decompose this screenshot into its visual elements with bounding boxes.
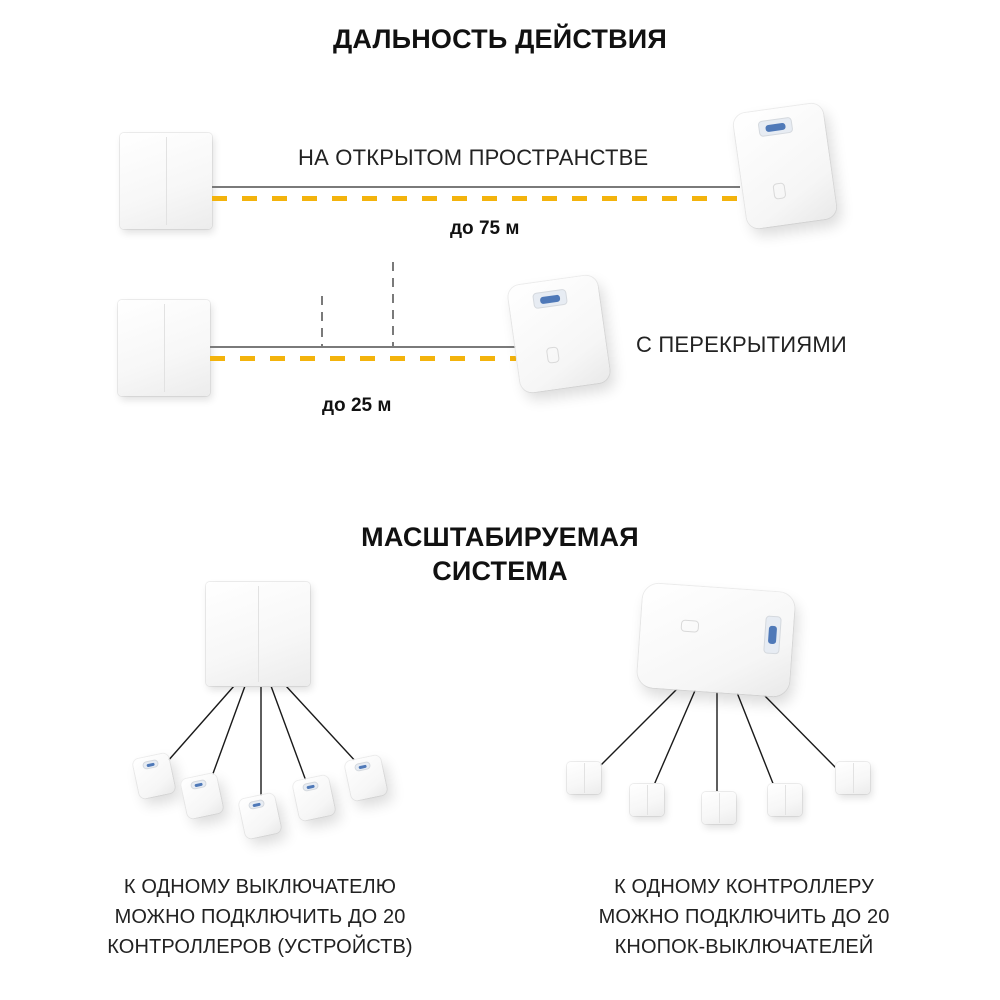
relay-controller-icon — [636, 582, 796, 698]
range-title: ДАЛЬНОСТЬ ДЕЙСТВИЯ — [332, 24, 668, 54]
signal-line — [212, 186, 740, 188]
wireless-switch-icon — [118, 300, 210, 396]
mini-switch-icon — [567, 762, 601, 794]
signal-range-dashed-line — [212, 196, 740, 201]
signal-range-dashed-line — [210, 356, 516, 361]
left-caption: К ОДНОМУ ВЫКЛЮЧАТЕЛЮ МОЖНО ПОДКЛЮЧИТЬ ДО… — [40, 872, 480, 962]
scalable-title-line2: СИСТЕМА — [432, 556, 568, 586]
left-caption-line1: К ОДНОМУ ВЫКЛЮЧАТЕЛЮ — [123, 876, 397, 898]
right-caption-line1: К ОДНОМУ КОНТРОЛЛЕРУ — [614, 876, 874, 898]
mini-switch-icon — [768, 784, 802, 816]
right-caption: К ОДНОМУ КОНТРОЛЛЕРУ МОЖНО ПОДКЛЮЧИТЬ ДО… — [524, 872, 964, 962]
mini-switch-icon — [836, 762, 870, 794]
obstacles-distance: до 25 м — [322, 395, 392, 416]
mini-switch-icon — [702, 792, 736, 824]
wall-obstacle-icon — [321, 296, 323, 346]
left-caption-line3: КОНТРОЛЛЕРОВ (УСТРОЙСТВ) — [107, 936, 413, 958]
right-caption-line2: МОЖНО ПОДКЛЮЧИТЬ ДО 20 — [598, 906, 890, 928]
right-caption-line3: КНОПОК-ВЫКЛЮЧАТЕЛЕЙ — [614, 936, 874, 958]
wireless-switch-icon — [120, 133, 212, 229]
wireless-switch-icon — [206, 582, 310, 686]
signal-line — [210, 346, 516, 348]
open-space-distance: до 75 м — [450, 218, 520, 239]
scalable-title-line1: МАСШТАБИРУЕМАЯ — [361, 522, 639, 552]
mini-switch-icon — [630, 784, 664, 816]
left-caption-line2: МОЖНО ПОДКЛЮЧИТЬ ДО 20 — [114, 906, 406, 928]
wall-obstacle-icon — [392, 262, 394, 346]
open-space-label: НА ОТКРЫТОМ ПРОСТРАНСТВЕ — [298, 145, 649, 170]
obstacles-label: С ПЕРЕКРЫТИЯМИ — [636, 332, 847, 357]
